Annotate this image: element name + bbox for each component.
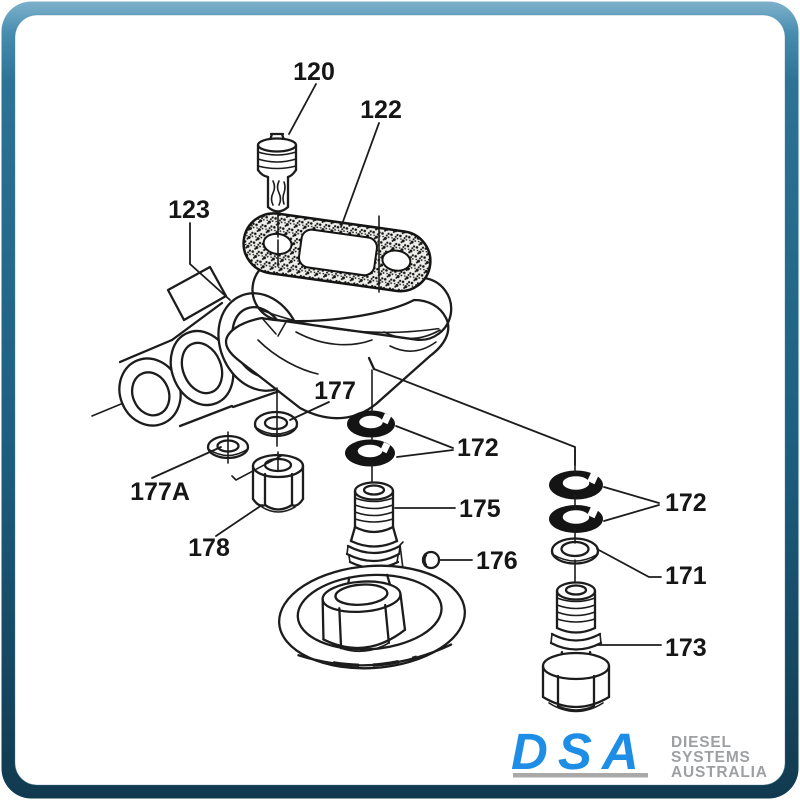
part-label-178: 178: [188, 534, 230, 562]
part-label-177a: 177A: [130, 478, 190, 506]
part-172-washers-middle: [345, 369, 395, 489]
part-label-172-middle: 172: [457, 434, 499, 462]
dsa-logo-line-systems: SYSTEMS: [671, 749, 751, 766]
dsa-logo: DSA DIESEL SYSTEMS AUSTRALIA: [511, 723, 768, 781]
part-123-pump-housing: [91, 257, 453, 428]
part-label-171: 171: [665, 562, 707, 590]
dsa-logo-line-diesel: DIESEL: [671, 734, 732, 751]
part-label-122: 122: [360, 96, 402, 124]
part-122-gasket: [242, 212, 432, 293]
part-label-177: 177: [314, 377, 356, 405]
part-label-120: 120: [293, 58, 335, 86]
dsa-logo-line-australia: AUSTRALIA: [671, 764, 768, 781]
primer-dome-and-nut: [278, 564, 466, 670]
leader-lines: [151, 83, 662, 646]
part-labels: 120 122 123 177 177A 178 172 175 176 172…: [130, 58, 707, 662]
part-label-175: 175: [459, 495, 501, 523]
part-label-123: 123: [168, 196, 210, 224]
leader-177-bent: [231, 455, 282, 481]
part-172-washers-right: [549, 470, 603, 533]
dsa-logo-acronym: DSA: [511, 723, 649, 780]
part-120-banjo-bolt: [256, 132, 298, 238]
part-label-176: 176: [476, 547, 518, 575]
part-177-washer: [253, 387, 299, 447]
part-178-union-nut: [251, 451, 305, 513]
part-label-173: 173: [665, 634, 707, 662]
dsa-logo-underline: [513, 773, 648, 778]
part-173-valve-assembly: [541, 581, 611, 713]
part-label-172-right: 172: [665, 489, 707, 517]
